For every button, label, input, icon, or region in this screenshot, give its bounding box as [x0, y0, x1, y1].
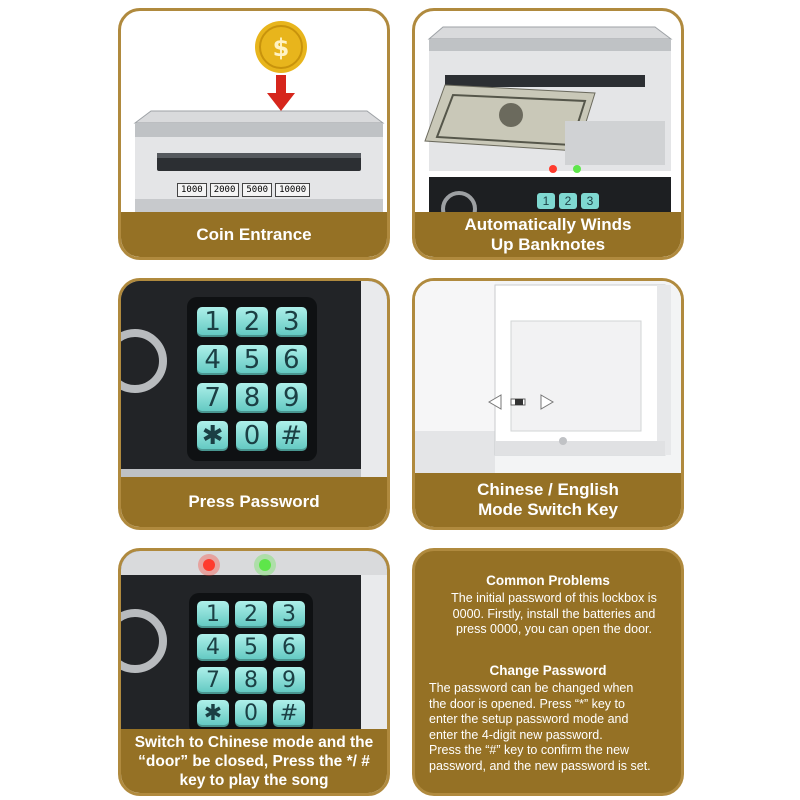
keypad-key-4[interactable]: 4 [197, 634, 229, 661]
keypad-key-1[interactable]: 1 [197, 307, 229, 337]
caption-line: “door” be closed, Press the */ # [138, 752, 370, 770]
banknote-photo: 1 2 3 [415, 11, 681, 215]
keypad-key-2[interactable]: 2 [236, 307, 268, 337]
keypad-key-3[interactable]: 3 [275, 307, 307, 337]
keypad-key[interactable]: 2 [559, 193, 577, 209]
keypad-key-3[interactable]: 3 [273, 601, 305, 628]
caption-line: Up Banknotes [490, 234, 606, 254]
denomination-label: 10000 [275, 183, 311, 197]
info-line: press 0000, you can open the door. [456, 622, 652, 636]
green-led-icon [573, 165, 581, 173]
password-photo: 1 2 3 4 5 6 7 8 9 ✱ 0 # [121, 281, 387, 481]
coin-entrance-photo: $ 1000 2000 5000 10000 [121, 11, 387, 215]
caption-line: Switch to Chinese mode and the [134, 733, 374, 751]
keypad-key-hash[interactable]: # [275, 421, 307, 451]
denomination-label: 5000 [242, 183, 273, 197]
red-led-icon [203, 559, 215, 571]
keypad-key-6[interactable]: 6 [275, 345, 307, 375]
password-panel: 1 2 3 4 5 6 7 8 9 ✱ 0 # Press Password [118, 278, 390, 530]
keypad-key-1[interactable]: 1 [197, 601, 229, 628]
arrow-left-icon [488, 394, 502, 410]
keypad-key-7[interactable]: 7 [197, 667, 229, 694]
banknote-panel: 1 2 3 Automatically Winds Up Banknotes [412, 8, 684, 260]
password-caption: Press Password [121, 477, 387, 527]
banknote-caption: Automatically Winds Up Banknotes [415, 212, 681, 257]
keypad-key-2[interactable]: 2 [235, 601, 267, 628]
keypad-key-9[interactable]: 9 [273, 667, 305, 694]
common-problems-title: Common Problems [486, 573, 610, 588]
song-caption: Switch to Chinese mode and the “door” be… [121, 729, 387, 793]
keypad-key-5[interactable]: 5 [235, 634, 267, 661]
song-panel: 1 2 3 4 5 6 7 8 9 ✱ 0 # Switch to Chines… [118, 548, 390, 796]
keypad-key-0[interactable]: 0 [236, 421, 268, 451]
caption-text: Press Password [188, 492, 320, 511]
arrow-down-icon [267, 93, 295, 111]
keypad-key-0[interactable]: 0 [235, 700, 267, 727]
mode-switch-panel: Chinese / English Mode Switch Key [412, 278, 684, 530]
red-led-icon [549, 165, 557, 173]
song-photo: 1 2 3 4 5 6 7 8 9 ✱ 0 # [121, 551, 387, 735]
caption-text: Coin Entrance [196, 224, 312, 244]
green-led-icon [259, 559, 271, 571]
coin-icon [255, 21, 307, 73]
arrow-right-icon [540, 394, 554, 410]
info-line: Press the “#” key to confirm the new [429, 743, 630, 757]
caption-line: Chinese / English [477, 480, 619, 499]
coin-entrance-caption: Coin Entrance [121, 212, 387, 257]
denomination-label: 1000 [177, 183, 207, 197]
mini-keypad: 1 2 3 [537, 193, 599, 209]
keypad-key-8[interactable]: 8 [235, 667, 267, 694]
keypad-key-star[interactable]: ✱ [197, 421, 229, 451]
change-password-title: Change Password [489, 663, 607, 678]
caption-line: Automatically Winds [464, 214, 632, 234]
info-line: enter the 4-digit new password. [429, 727, 603, 742]
caption-line: key to play the song [179, 771, 329, 789]
info-line: The initial password of this lockbox is [451, 591, 657, 605]
keypad-key-4[interactable]: 4 [197, 345, 229, 375]
denomination-labels: 1000 2000 5000 10000 [177, 183, 311, 197]
keypad-key-5[interactable]: 5 [236, 345, 268, 375]
keypad-key-9[interactable]: 9 [275, 383, 307, 413]
keypad-key[interactable]: 3 [581, 193, 599, 209]
caption-line: Mode Switch Key [478, 500, 618, 519]
keypad-key[interactable]: 1 [537, 193, 555, 209]
change-password-text: The password can be changed when the doo… [429, 681, 679, 774]
mode-switch-photo [415, 281, 681, 477]
keypad-key-7[interactable]: 7 [197, 383, 229, 413]
keypad-key-6[interactable]: 6 [273, 634, 305, 661]
keypad-key-8[interactable]: 8 [236, 383, 268, 413]
keypad-key-hash[interactable]: # [273, 700, 305, 727]
coin-entrance-panel: $ 1000 2000 5000 10000 Coin Entrance [118, 8, 390, 260]
password-keypad: 1 2 3 4 5 6 7 8 9 ✱ 0 # [187, 297, 317, 461]
song-keypad: 1 2 3 4 5 6 7 8 9 ✱ 0 # [189, 593, 313, 735]
info-line: password, and the new password is set. [429, 758, 651, 773]
common-problems-text: The initial password of this lockbox is … [429, 591, 679, 638]
svg-text:$: $ [273, 34, 290, 62]
info-line: the door is opened. Press “*” key to [429, 696, 625, 711]
info-line: 0000. Firstly, install the batteries and [452, 606, 656, 621]
mode-switch-caption: Chinese / English Mode Switch Key [415, 473, 681, 527]
denomination-label: 2000 [209, 183, 240, 197]
info-panel: Common Problems The initial password of … [412, 548, 684, 796]
info-line: enter the setup password mode and [429, 712, 629, 726]
keypad-key-star[interactable]: ✱ [197, 700, 229, 727]
info-line: The password can be changed when [429, 681, 634, 695]
